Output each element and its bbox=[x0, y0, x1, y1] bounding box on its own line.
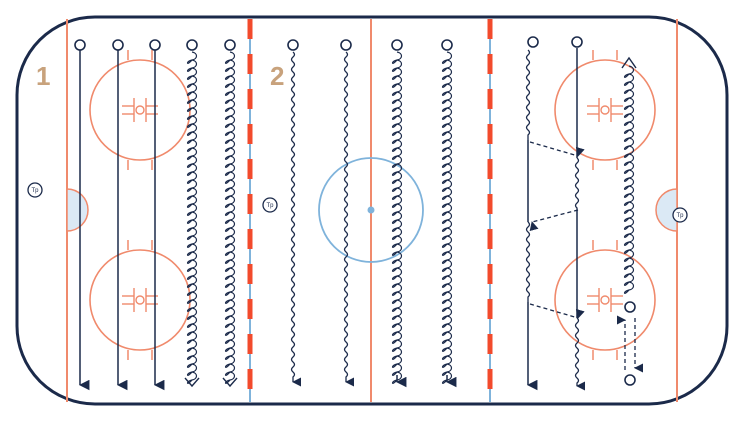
player-start-icon bbox=[224, 39, 236, 51]
player-start-icon bbox=[624, 301, 636, 313]
player-start-icon bbox=[441, 39, 453, 51]
player-start-icon bbox=[149, 39, 161, 51]
loop-skate-icon bbox=[224, 51, 236, 384]
tp-marker-left: Tp bbox=[27, 182, 43, 198]
wavy-skate-icon bbox=[574, 317, 586, 391]
loop-skate-icon bbox=[623, 65, 635, 294]
faceoff-ring bbox=[554, 249, 656, 351]
svg-text:Tp: Tp bbox=[676, 213, 684, 219]
player-start-icon bbox=[112, 39, 124, 51]
drill-paths bbox=[74, 36, 644, 391]
svg-text:Tp: Tp bbox=[31, 188, 39, 194]
wavy-skate-icon bbox=[574, 157, 580, 210]
player-start-icon bbox=[391, 39, 403, 51]
player-start-icon bbox=[624, 374, 636, 386]
faceoff-circle-4 bbox=[554, 240, 656, 360]
wavy-skate-icon bbox=[290, 51, 302, 387]
open-arrow-icon bbox=[184, 377, 200, 388]
dashed-pass-icon bbox=[529, 141, 585, 157]
wavy-skate-icon bbox=[525, 49, 531, 140]
tp-marker-center: Tp bbox=[262, 197, 278, 213]
player-start-icon bbox=[287, 39, 299, 51]
faceoff-ring bbox=[554, 59, 656, 161]
open-arrow-icon bbox=[621, 56, 637, 69]
svg-text:Tp: Tp bbox=[266, 203, 274, 209]
player-start-icon bbox=[571, 36, 583, 48]
center-dot bbox=[367, 206, 375, 214]
loop-skate-icon bbox=[186, 51, 198, 384]
dashed-pass-icon bbox=[529, 303, 585, 319]
faceoff-circle-3 bbox=[554, 50, 656, 170]
center-circle bbox=[318, 157, 424, 263]
wavy-skate-icon bbox=[343, 51, 355, 387]
faceoff-dot bbox=[135, 295, 145, 305]
crease-right bbox=[655, 188, 678, 232]
open-arrow-icon bbox=[222, 377, 238, 388]
tp-marker-right: Tp bbox=[672, 207, 688, 223]
player-start-icon bbox=[527, 36, 539, 48]
dashed-pass-icon bbox=[529, 209, 579, 232]
wavy-skate-icon bbox=[525, 221, 531, 302]
player-start-icon bbox=[340, 39, 352, 51]
faceoff-dot bbox=[600, 105, 610, 115]
player-start-icon bbox=[186, 39, 198, 51]
faceoff-dot bbox=[135, 105, 145, 115]
zone-1-label: 1 bbox=[36, 61, 50, 91]
faceoff-dot bbox=[600, 295, 610, 305]
zone-2-label: 2 bbox=[270, 61, 284, 91]
loop-skate-icon bbox=[441, 51, 453, 384]
loop-skate-icon bbox=[391, 51, 403, 384]
player-start-icon bbox=[74, 39, 86, 51]
crease-left bbox=[66, 188, 89, 232]
